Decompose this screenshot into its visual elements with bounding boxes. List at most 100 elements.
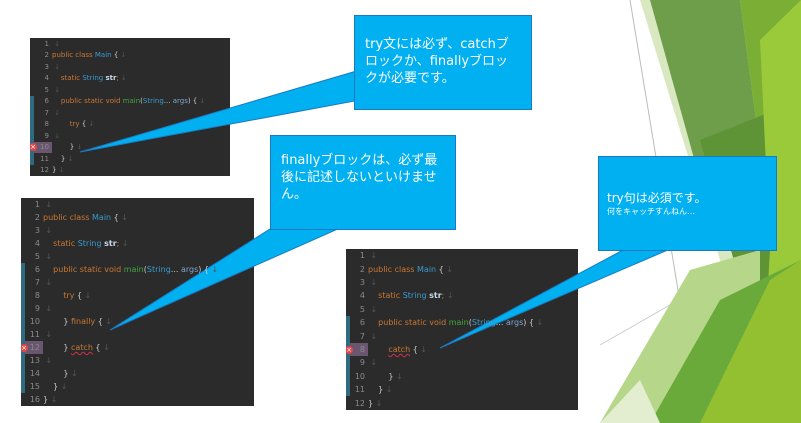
line-number: 3 <box>44 62 49 71</box>
change-marker <box>21 289 25 302</box>
change-marker <box>30 130 34 142</box>
error-icon: × <box>30 143 37 152</box>
code-token: ( <box>143 265 147 274</box>
change-marker <box>21 315 25 328</box>
line-end-marker: ↓ <box>118 213 128 222</box>
line-number: 4 <box>34 239 40 248</box>
code-token: main <box>123 265 144 274</box>
code-line: 4 static String str; ↓ <box>346 289 578 302</box>
code-token: } <box>43 382 59 391</box>
callout-try-requires-catch-or-finally: try文には必ず、catchブロックか、finallyブロックが必要です。 <box>354 15 532 110</box>
code-token: String <box>402 291 430 301</box>
line-end-marker: ↓ <box>368 251 378 261</box>
line-number: 5 <box>44 85 49 94</box>
code-line: 3 ↓ <box>30 61 230 73</box>
code-token: Main <box>417 264 439 274</box>
line-end-marker: ↓ <box>443 264 453 274</box>
change-marker <box>30 118 34 130</box>
code-token: ... <box>170 265 181 274</box>
line-number: 9 <box>34 304 40 313</box>
code-line: 11 } ↓ <box>30 153 230 165</box>
code-token: try <box>52 120 82 129</box>
line-number: 2 <box>44 51 49 60</box>
code-token <box>368 345 388 354</box>
line-number: 11 <box>29 330 40 339</box>
line-number: 4 <box>359 291 365 301</box>
code-token: { <box>113 213 119 222</box>
code-token: String <box>471 318 496 328</box>
line-number: 6 <box>44 97 49 106</box>
line-end-marker: ↓ <box>373 398 383 408</box>
line-end-marker: ↓ <box>368 358 378 368</box>
code-line: 7 ↓ <box>30 107 230 119</box>
line-end-marker: ↓ <box>43 252 53 261</box>
code-token: { <box>97 317 103 326</box>
change-marker <box>346 356 350 370</box>
line-number: 13 <box>29 356 40 365</box>
line-end-marker: ↓ <box>43 356 53 365</box>
line-number: 14 <box>29 369 40 378</box>
code-token: static <box>43 239 78 248</box>
code-line: 12} ↓ <box>346 396 578 409</box>
line-number: 2 <box>34 213 40 222</box>
line-end-marker: ↓ <box>100 343 110 352</box>
code-line: 1 ↓ <box>346 249 578 262</box>
code-line: 11 ↓ <box>21 328 254 341</box>
code-line: 14 } ↓ <box>21 367 254 380</box>
code-line: 11 } ↓ <box>346 383 578 397</box>
code-token: public static void <box>52 97 123 106</box>
code-line: 8 try { ↓ <box>30 118 230 130</box>
line-end-marker: ↓ <box>119 239 129 248</box>
code-token: public class <box>43 213 93 222</box>
change-marker <box>21 263 25 276</box>
line-number: 1 <box>34 200 40 209</box>
line-end-marker: ↓ <box>118 51 127 60</box>
line-end-marker: ↓ <box>86 120 95 129</box>
code-token: finally <box>70 317 98 326</box>
code-token: String <box>77 239 105 248</box>
line-number: 7 <box>359 331 365 341</box>
callout-text: try句は必須です。 <box>607 191 707 205</box>
callout-finally-must-be-last: finallyブロックは、必ず最後に記述しないといけません。 <box>270 135 456 230</box>
code-line: 4 static String str; ↓ <box>30 73 230 85</box>
code-token: public static void <box>368 318 449 328</box>
line-number: 8 <box>359 345 365 355</box>
line-end-marker: ↓ <box>52 85 61 94</box>
code-line: 16} ↓ <box>21 393 254 406</box>
code-token: { <box>438 264 444 274</box>
code-line: ×12 } catch { ↓ <box>21 341 254 354</box>
line-end-marker: ↓ <box>52 39 61 48</box>
line-number: 12 <box>29 343 40 352</box>
line-end-marker: ↓ <box>368 278 378 288</box>
code-line: ×10 } ↓ <box>30 141 230 153</box>
code-token: } <box>43 369 69 378</box>
line-end-marker: ↓ <box>43 226 53 235</box>
line-end-marker: ↓ <box>444 291 454 301</box>
code-token: } <box>43 317 71 326</box>
line-number: 10 <box>29 317 40 326</box>
code-line: 9 ↓ <box>346 356 578 370</box>
code-line: 6 public static void main(String... args… <box>30 95 230 107</box>
line-number: 9 <box>44 131 49 140</box>
line-end-marker: ↓ <box>43 330 53 339</box>
change-marker <box>21 380 25 393</box>
code-line: 6 public static void main(String... args… <box>346 316 578 330</box>
line-end-marker: ↓ <box>383 385 393 395</box>
code-line: 4 static String str; ↓ <box>21 237 254 250</box>
code-token: { <box>77 291 83 300</box>
code-line: 6 public static void main(String... args… <box>21 263 254 276</box>
line-end-marker: ↓ <box>417 345 428 355</box>
code-token: ; <box>441 291 445 301</box>
code-line: 3 ↓ <box>21 224 254 237</box>
line-end-marker: ↓ <box>52 108 61 117</box>
code-token: args <box>180 265 199 274</box>
line-number: 5 <box>359 304 365 314</box>
change-marker <box>21 302 25 315</box>
change-marker <box>346 383 350 397</box>
code-token: } <box>368 371 394 381</box>
code-token: ( <box>468 318 472 328</box>
